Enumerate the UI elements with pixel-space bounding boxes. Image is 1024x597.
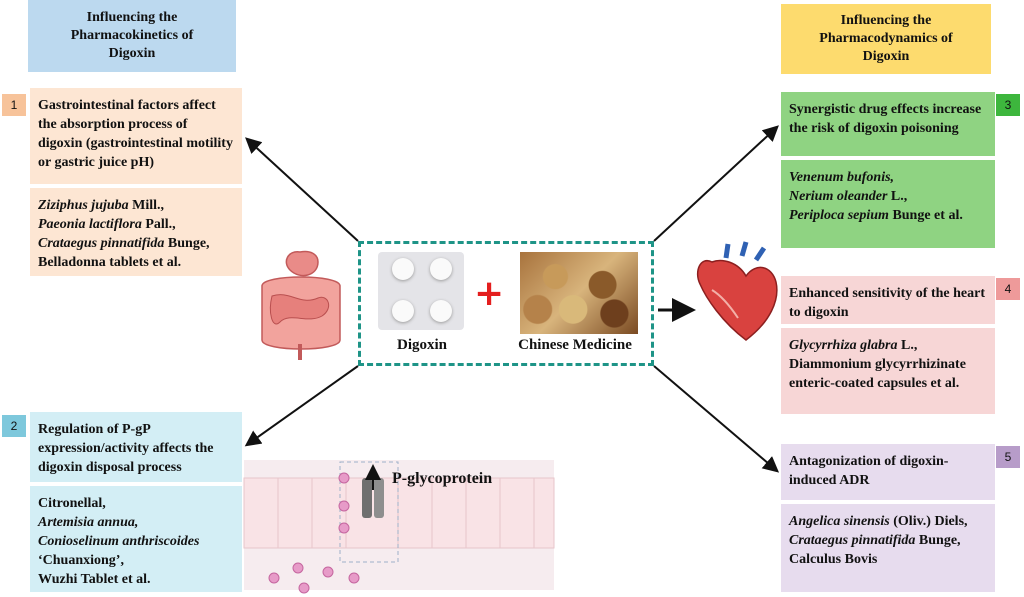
factor-4-number: 4	[996, 278, 1020, 300]
chinese-medicine-image	[520, 252, 638, 334]
arrow-to-factor-3	[653, 125, 779, 242]
factor-2-number: 2	[2, 415, 26, 437]
factor-3-examples: Venenum bufonis, Nerium oleander L., Per…	[781, 160, 995, 248]
digestive-system-icon	[261, 250, 341, 360]
factor-5-number: 5	[996, 446, 1020, 468]
factor-4-examples: Glycyrrhiza glabra L., Diammonium glycyr…	[781, 328, 995, 414]
digoxin-label: Digoxin	[396, 337, 447, 353]
factor-1-examples: Ziziphus jujuba Mill., Paeonia lactiflor…	[30, 188, 242, 276]
factor-2-examples: Citronellal, Artemisia annua, Conioselin…	[30, 486, 242, 592]
factor-5-title: Antagonization of digoxin-induced ADR	[781, 444, 995, 500]
factor-5-examples: Angelica sinensis (Oliv.) Diels, Crataeg…	[781, 504, 995, 592]
arrow-to-factor-5	[653, 365, 780, 473]
heart-icon	[696, 241, 778, 341]
factor-1-number: 1	[2, 94, 26, 116]
factor-4-title: Enhanced sensitivity of the heart to dig…	[781, 276, 995, 324]
factor-3-number: 3	[996, 94, 1020, 116]
factor-2-title: Regulation of P-gP expression/activity a…	[30, 412, 242, 482]
plus-sign: +	[474, 273, 505, 314]
arrow-to-factor-2	[244, 365, 359, 447]
arrow-to-factor-1	[245, 137, 359, 242]
factor-1-title: Gastrointestinal factors affect the abso…	[30, 88, 242, 184]
digoxin-tablets-image	[378, 252, 464, 330]
digoxin-plus-chinese-medicine-box	[358, 241, 654, 366]
p-glycoprotein-membrane-illustration	[243, 460, 555, 594]
p-glycoprotein-label: P-glycoprotein	[392, 470, 493, 487]
factor-3-title: Synergistic drug effects increase the ri…	[781, 92, 995, 156]
chinese-medicine-label: Chinese Medicine	[518, 337, 632, 353]
